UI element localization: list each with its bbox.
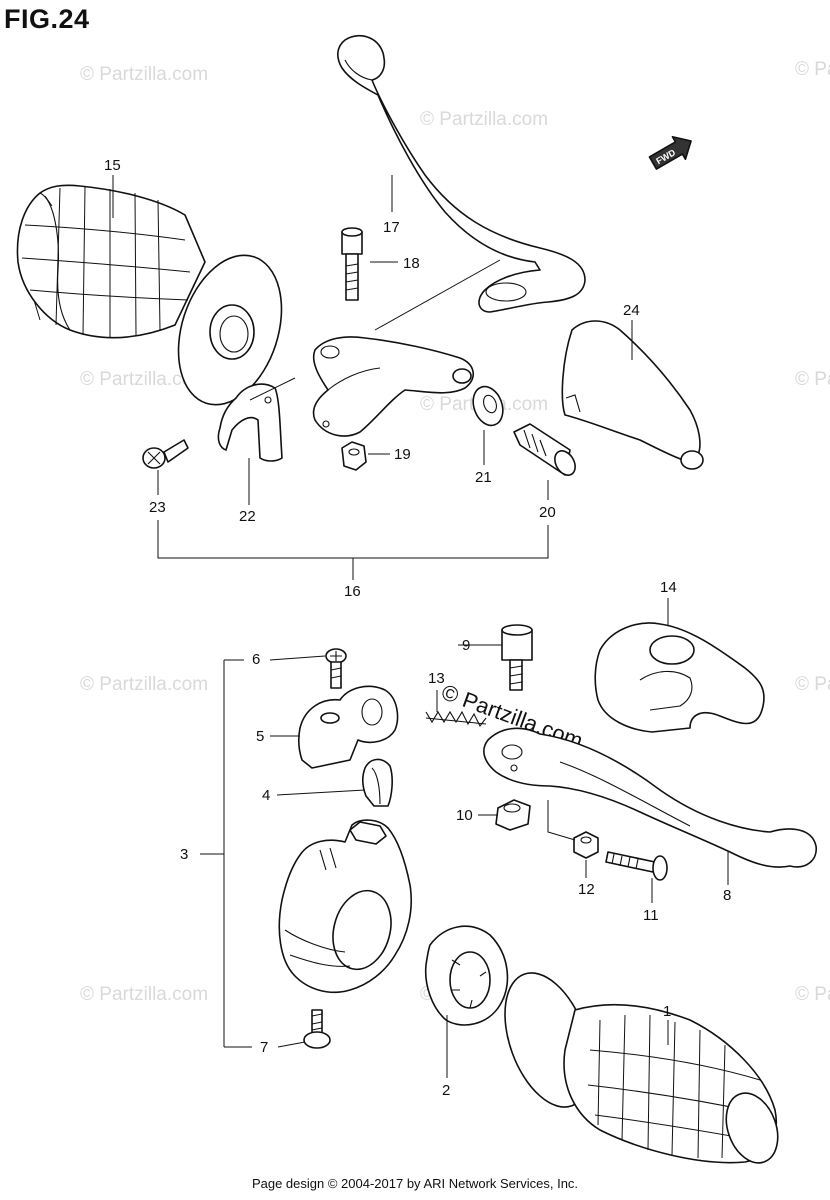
part-11-bolt — [605, 851, 668, 881]
callout-14: 14 — [660, 579, 677, 596]
part-23-screw — [142, 439, 189, 469]
part-19-nut — [341, 441, 367, 471]
callout-6: 6 — [252, 651, 260, 668]
watermark-text: © Partzilla.com — [795, 59, 830, 80]
callout-12: 12 — [578, 881, 595, 898]
callout-labels: 15 17 18 24 19 21 20 22 23 16 14 9 6 13 … — [104, 157, 731, 1099]
part-12-nut — [573, 831, 599, 859]
callout-22: 22 — [239, 508, 256, 525]
part-5-clamp — [297, 685, 399, 769]
callout-10: 10 — [456, 807, 473, 824]
part-9-bolt — [501, 624, 533, 691]
callout-16: 16 — [344, 583, 361, 600]
figure-title: FIG.24 — [4, 4, 90, 34]
part-2-switch-ring — [424, 925, 509, 1026]
part-13-spring — [425, 710, 487, 728]
callout-11: 11 — [643, 907, 659, 924]
callout-4: 4 — [262, 787, 270, 804]
callout-20: 20 — [539, 504, 556, 521]
callout-24: 24 — [623, 302, 640, 319]
upper-leader-lines — [112, 175, 633, 580]
watermark-text: © Partzilla.com — [80, 64, 208, 85]
watermark-layer: © Partzilla.com © Partzilla.com © Partzi… — [80, 59, 830, 1005]
part-14-lever-cover — [594, 622, 765, 733]
lower-leader-lines — [200, 598, 729, 1078]
part-10-nut — [495, 799, 531, 831]
fwd-arrow-icon: FWD — [648, 135, 692, 170]
part-15-grip — [16, 184, 283, 406]
part-20-adjuster — [513, 423, 576, 476]
watermark-text: © Partzilla.com — [795, 369, 830, 390]
part-4-clip — [362, 758, 393, 807]
callout-17: 17 — [383, 219, 400, 236]
callout-7: 7 — [260, 1039, 268, 1056]
watermark-text: © Partzilla.com — [420, 109, 548, 130]
callout-13: 13 — [428, 670, 445, 687]
part-1-grip — [504, 972, 779, 1164]
part-16-lever-holder — [312, 336, 474, 437]
callout-5: 5 — [256, 728, 264, 745]
watermark-text: © Partzilla.com — [795, 984, 830, 1005]
part-3-switch-housing — [278, 819, 413, 994]
watermark-text: © Partzilla.com — [795, 674, 830, 695]
part-21-washer — [472, 385, 504, 427]
callout-15: 15 — [104, 157, 121, 174]
part-6-screw — [325, 648, 347, 689]
watermark-text: © Partzilla.com — [80, 369, 208, 390]
page-footer: Page design © 2004-2017 by ARI Network S… — [251, 1176, 579, 1191]
part-24-lever-cover — [561, 320, 704, 470]
callout-2: 2 — [442, 1082, 450, 1099]
callout-23: 23 — [149, 499, 166, 516]
callout-18: 18 — [403, 255, 420, 272]
callout-19: 19 — [394, 446, 411, 463]
callout-9: 9 — [462, 637, 470, 654]
part-17-lever — [337, 34, 586, 313]
callout-8: 8 — [723, 887, 731, 904]
part-18-bolt — [341, 227, 363, 301]
watermark-text: © Partzilla.com — [80, 674, 208, 695]
callout-21: 21 — [475, 469, 492, 486]
callout-1: 1 — [663, 1003, 671, 1020]
callout-3: 3 — [180, 846, 188, 863]
watermark-text: © Partzilla.com — [80, 984, 208, 1005]
part-8-lever — [483, 727, 817, 868]
part-7-screw — [303, 1009, 331, 1049]
